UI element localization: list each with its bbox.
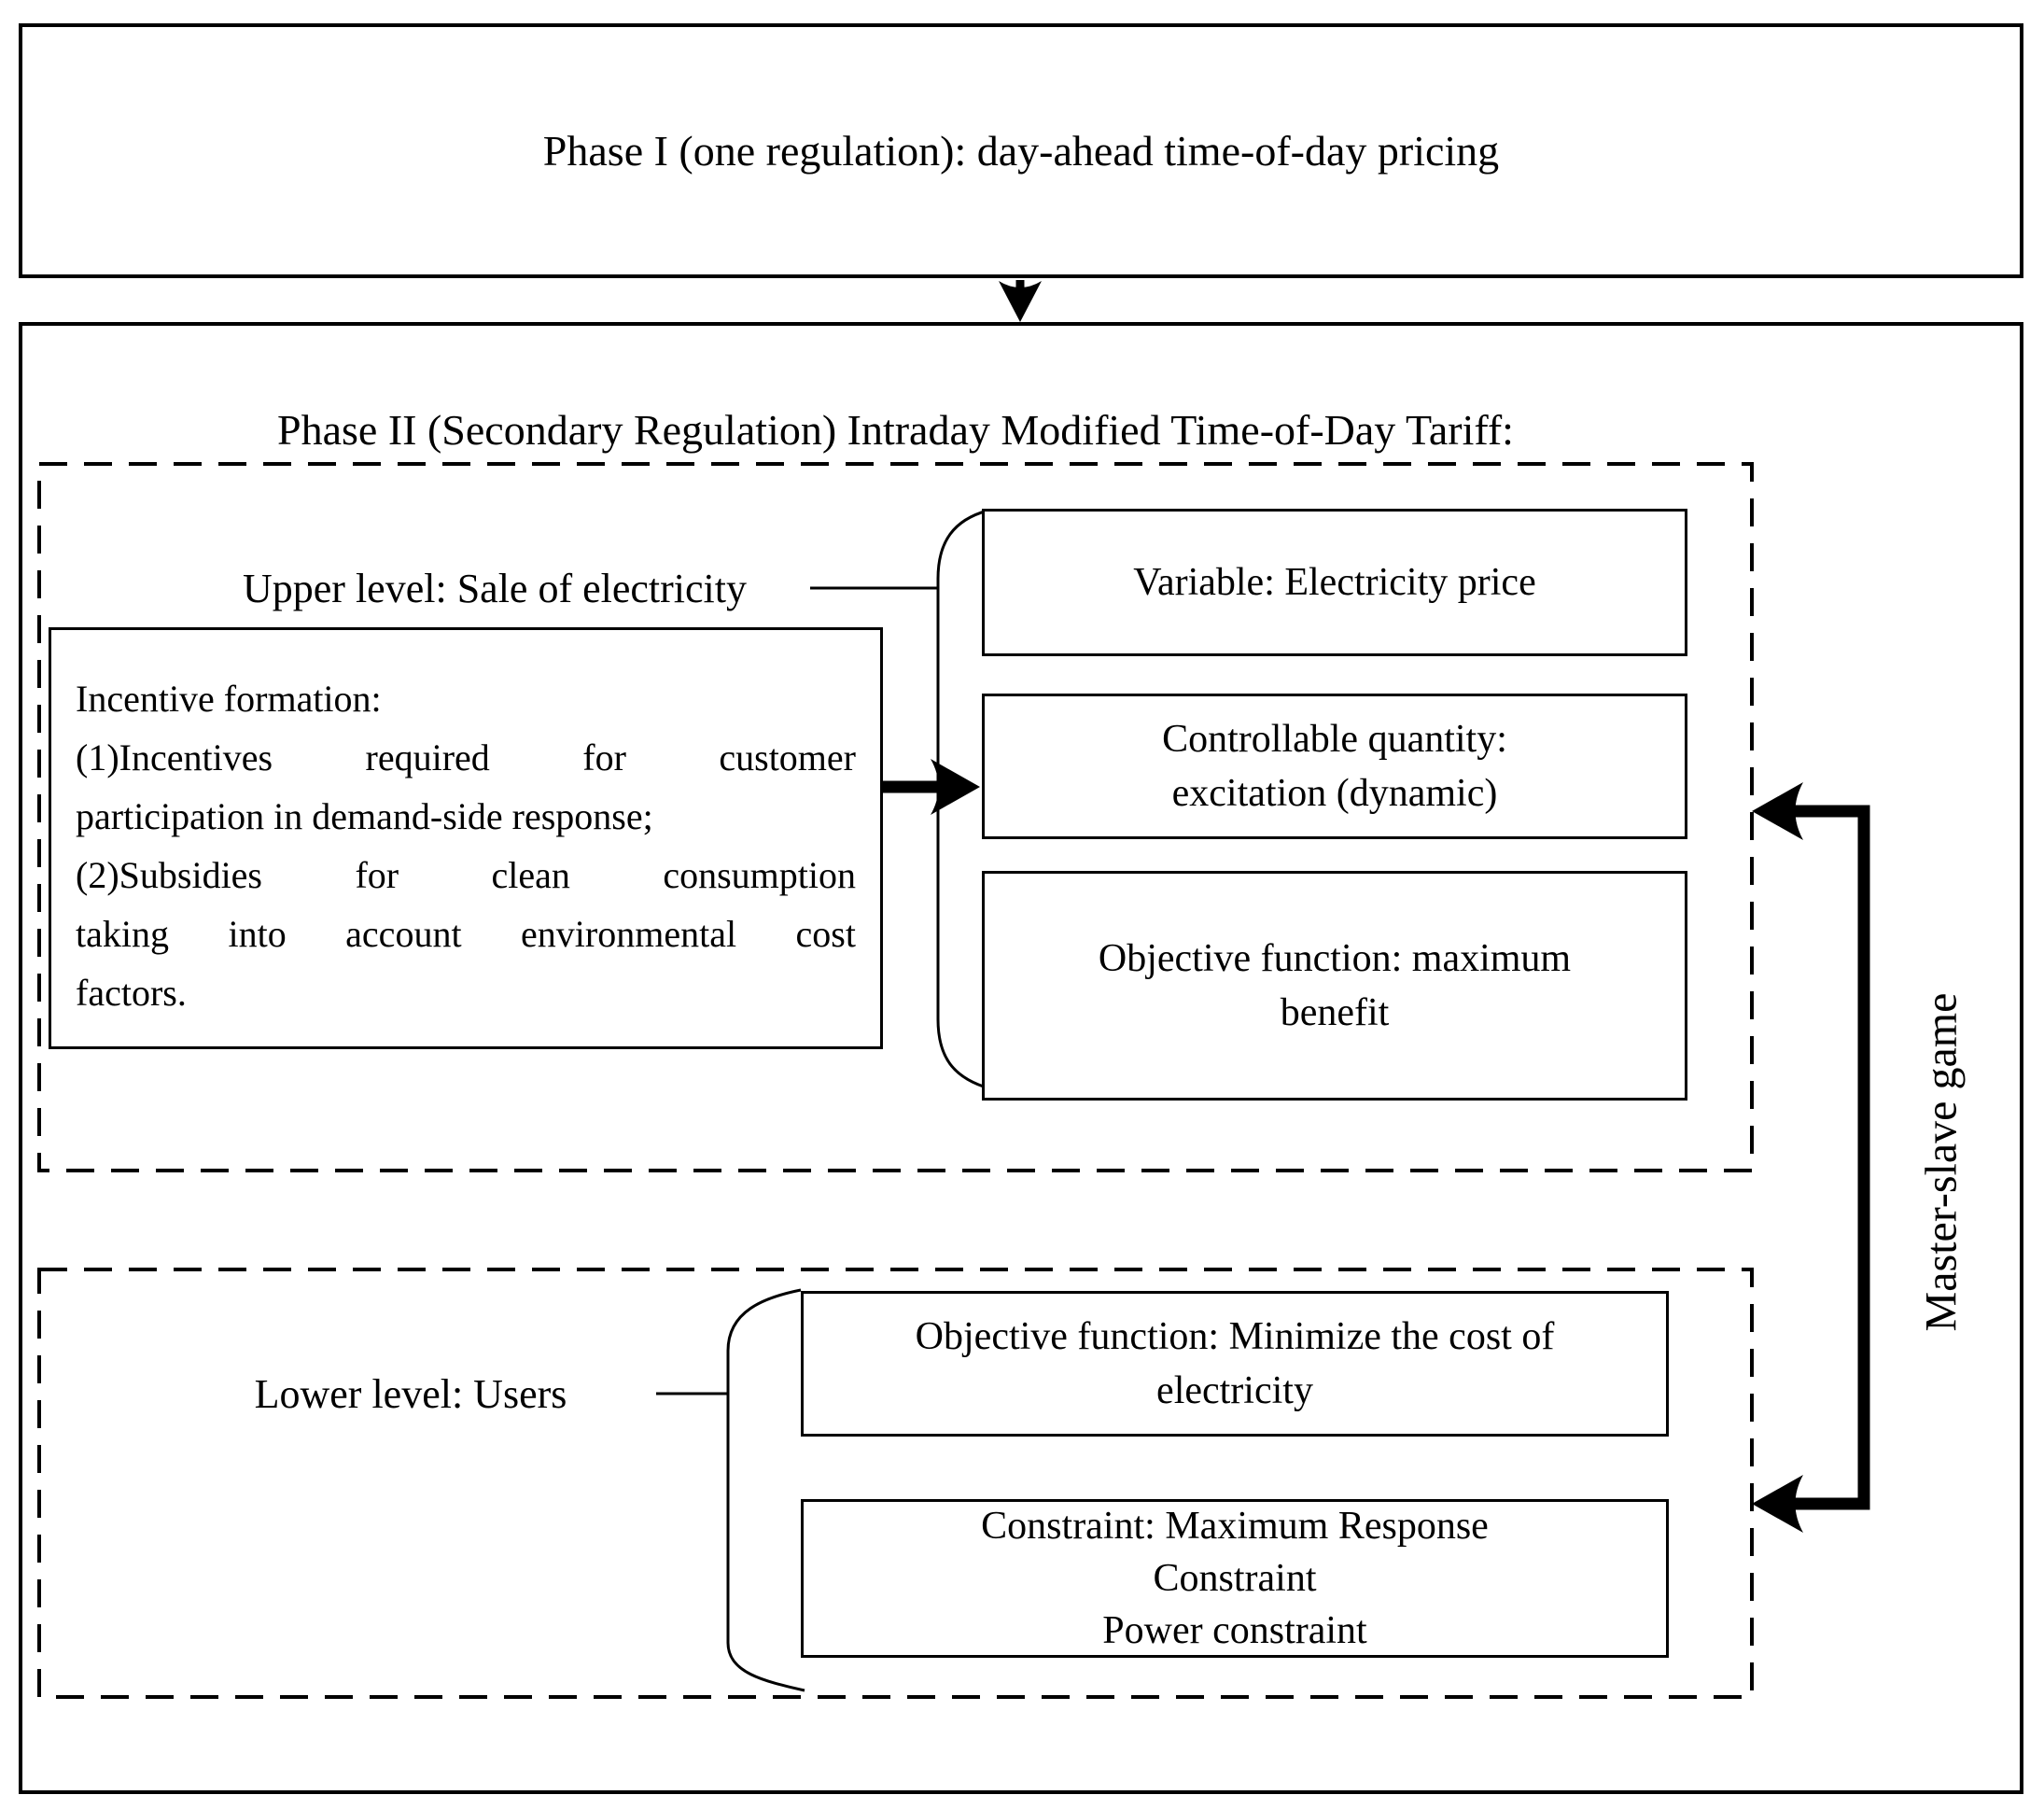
phase1-to-phase2-arrow — [999, 280, 1042, 322]
controllable-line: Controllable quantity: — [1162, 718, 1507, 761]
upper-level-label: Upper level: Sale of electricity — [140, 558, 849, 618]
constraint-box: Constraint: Maximum Response Constraint … — [801, 1499, 1669, 1658]
controllable-quantity-box: Controllable quantity: excitation (dynam… — [982, 694, 1687, 839]
master-slave-game-label: Master-slave game — [1916, 993, 1967, 1332]
objective-lower-line: electricity — [1156, 1369, 1313, 1412]
phase2-title-text: Phase II (Secondary Regulation) Intraday… — [277, 405, 1514, 454]
lower-level-label-text: Lower level: Users — [254, 1370, 567, 1417]
constraint-line: Power constraint — [1102, 1609, 1367, 1652]
phase2-title: Phase II (Secondary Regulation) Intraday… — [39, 401, 1752, 457]
objective-upper-line: benefit — [1280, 991, 1390, 1034]
objective-minimize-cost-box: Objective function: Minimize the cost of… — [801, 1291, 1669, 1437]
incentive-line: Incentive formation: — [76, 678, 382, 720]
variable-box: Variable: Electricity price — [982, 509, 1687, 656]
incentive-line: participation in demand-side response; — [76, 795, 653, 837]
phase1-box: Phase I (one regulation): day-ahead time… — [19, 23, 2023, 278]
master-slave-game-text: Master-slave game — [1916, 992, 1967, 1332]
lower-level-label: Lower level: Users — [187, 1364, 635, 1423]
incentive-line: factors. — [76, 972, 187, 1014]
incentive-line: (2)Subsidies for clean consumption — [76, 854, 856, 896]
objective-upper-line: Objective function: maximum — [1098, 937, 1572, 980]
incentive-formation-box: Incentive formation: (1)Incentives requi… — [49, 627, 883, 1049]
incentive-line: taking into account environmental cost — [76, 913, 856, 955]
controllable-line: excitation (dynamic) — [1171, 772, 1498, 815]
upper-level-label-text: Upper level: Sale of electricity — [243, 565, 747, 611]
objective-maximum-benefit-box: Objective function: maximum benefit — [982, 871, 1687, 1101]
constraint-line: Constraint: Maximum Response — [981, 1505, 1489, 1548]
variable-box-text: Variable: Electricity price — [1133, 561, 1536, 604]
phase1-title: Phase I (one regulation): day-ahead time… — [542, 127, 1500, 175]
constraint-line: Constraint — [1153, 1557, 1317, 1600]
incentive-line: (1)Incentives required for customer — [76, 736, 856, 778]
objective-lower-line: Objective function: Minimize the cost of — [915, 1315, 1555, 1358]
